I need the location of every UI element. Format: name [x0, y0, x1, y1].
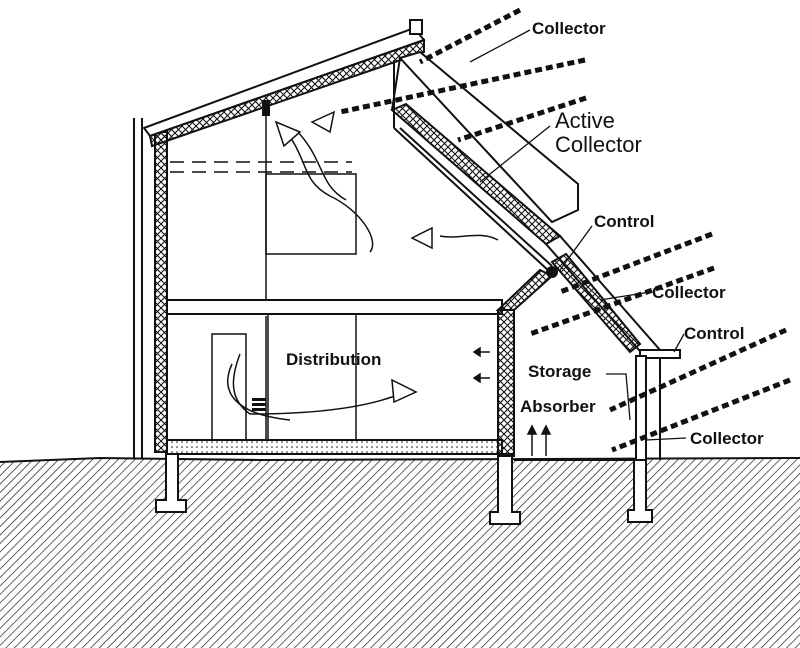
roof-peak — [409, 19, 423, 35]
airflow — [227, 125, 499, 421]
sunspace — [514, 355, 661, 461]
label-control-upper: Control — [594, 212, 655, 231]
storage-top — [495, 268, 554, 311]
storage-wall — [497, 309, 515, 457]
heat-arrows — [472, 346, 552, 456]
sloped-wall — [393, 60, 553, 273]
hanging-element — [262, 100, 270, 116]
label-storage: Storage — [528, 362, 592, 381]
north-wall — [154, 131, 168, 453]
roof — [142, 26, 426, 148]
label-control-lower: Control — [684, 324, 745, 343]
ground-hatch — [0, 458, 800, 648]
label-collector-middle: Collector — [652, 283, 726, 302]
label-collector-top: Collector — [532, 19, 606, 38]
distribution-register — [252, 398, 266, 411]
label-active-line1: Active — [555, 108, 615, 133]
collector-panels — [390, 50, 662, 360]
sun-rays — [339, 7, 791, 453]
interior-lines — [170, 100, 357, 441]
footings — [155, 453, 653, 525]
left-post — [133, 118, 143, 458]
label-active-line2: Collector — [555, 132, 642, 157]
leader-lines — [469, 29, 687, 441]
arrowheads — [274, 110, 433, 404]
second-floor — [166, 299, 503, 315]
label-collector-bottom: Collector — [690, 429, 764, 448]
ground-floor-slab — [166, 439, 503, 455]
label-distribution: Distribution — [286, 350, 382, 369]
label-absorber: Absorber — [520, 397, 596, 416]
